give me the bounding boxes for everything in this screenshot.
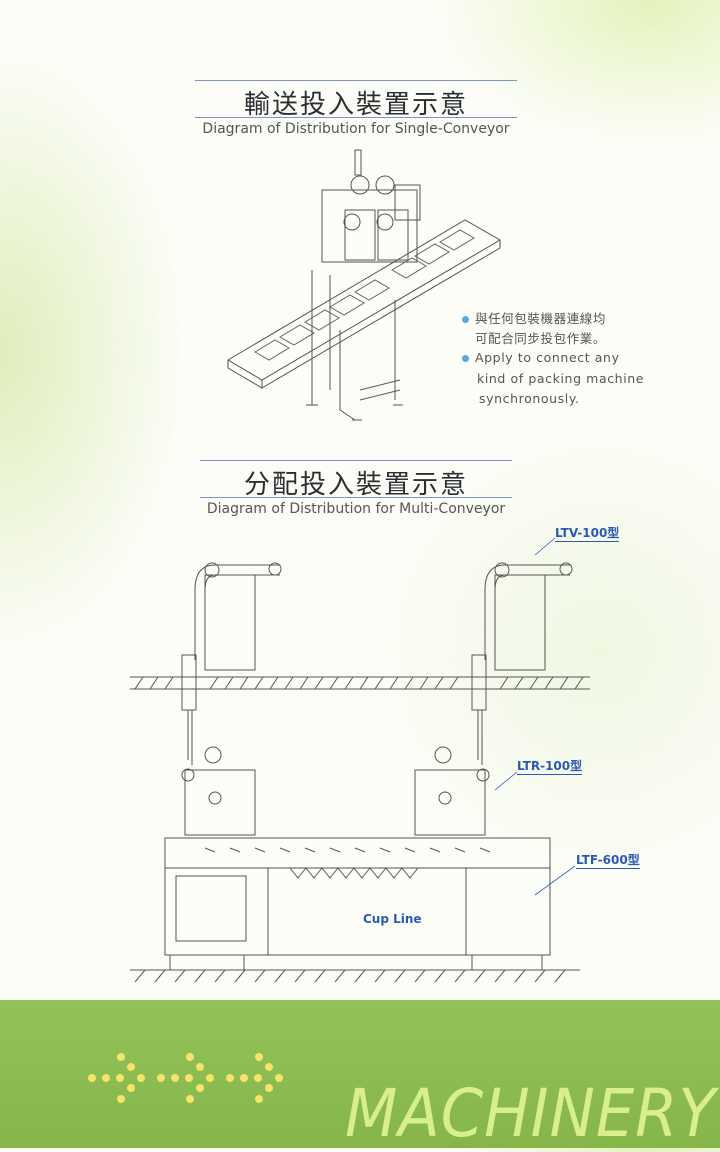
divider <box>195 80 517 81</box>
section1-title-en: Diagram of Distribution for Single-Conve… <box>202 121 510 137</box>
label-ltv-100: LTV-100型 <box>555 526 620 542</box>
divider <box>195 117 517 118</box>
multi-conveyor-diagram <box>130 537 590 983</box>
divider <box>200 460 512 461</box>
divider <box>200 497 512 498</box>
brand-machinery: MACHINERY <box>345 1075 717 1152</box>
section1-title-zh: 輸送投入裝置示意 <box>243 90 468 120</box>
label-ltr-100: LTR-100型 <box>517 759 583 775</box>
bullet-en-line3: synchronously. <box>479 391 580 406</box>
section2-title-zh: 分配投入裝置示意 <box>243 470 468 500</box>
section2-title-en: Diagram of Distribution for Multi-Convey… <box>206 501 506 517</box>
machine-diagrams <box>130 149 590 983</box>
bullet-dot-icon <box>462 355 469 362</box>
bullet-en: Apply to connect any <box>462 350 620 365</box>
bullet-text: 與任何包裝機器連線均 <box>475 311 607 326</box>
label-ltf-600: LTF-600型 <box>576 853 640 869</box>
arrow-dots-icon <box>88 1053 283 1103</box>
bullet-zh: 與任何包裝機器連線均 <box>462 308 606 327</box>
bullet-text: Apply to connect any <box>475 350 620 365</box>
bullet-en-line2: kind of packing machine <box>477 371 645 386</box>
bullet-dot-icon <box>462 316 469 323</box>
bullet-zh-line2: 可配合同步投包作業。 <box>475 331 607 346</box>
label-cup-line: Cup Line <box>363 912 422 926</box>
single-conveyor-diagram <box>227 149 501 421</box>
footer-band <box>0 1000 720 1148</box>
